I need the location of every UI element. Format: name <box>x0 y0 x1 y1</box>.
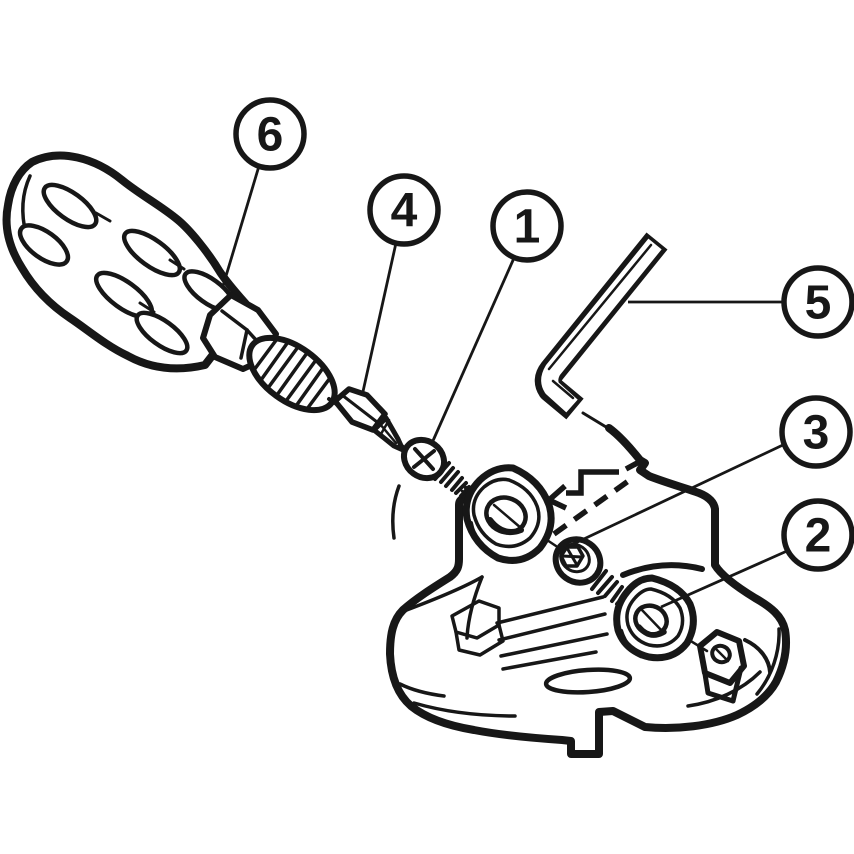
hex-key <box>534 232 668 420</box>
callout-screwdriver: 6 <box>221 97 307 287</box>
callout-balloon-3 <box>779 395 853 469</box>
grip-cutouts <box>17 182 236 356</box>
callout-number-4: 4 <box>391 185 418 238</box>
callout-number-6: 6 <box>257 109 284 162</box>
callout-insert-screw-front: 1 <box>430 189 564 444</box>
callout-milling-insert: 2 <box>660 498 854 609</box>
front-insert <box>462 464 555 564</box>
insert-seat-pocket <box>697 629 747 704</box>
screwdriver <box>2 151 340 414</box>
callout-balloon-6 <box>233 97 307 171</box>
callout-balloon-4 <box>367 173 441 247</box>
hidden-pocket-dashed-line <box>552 474 636 537</box>
callout-number-2: 2 <box>805 510 832 563</box>
leader-line-3 <box>568 442 786 548</box>
insert-screw-front <box>400 436 472 499</box>
screw-threads <box>433 461 471 498</box>
chuck-ribs <box>252 337 332 411</box>
callout-number-5: 5 <box>805 277 832 330</box>
milling-insert <box>613 574 697 662</box>
callout-balloon-1 <box>490 189 564 263</box>
driver-bit <box>332 386 406 453</box>
callout-balloon-2 <box>781 498 854 572</box>
pocket-dash-segment <box>624 458 643 472</box>
callout-balloon-5 <box>781 265 854 339</box>
callout-number-3: 3 <box>803 407 830 460</box>
callout-number-1: 1 <box>514 201 541 254</box>
leader-line-4 <box>360 242 398 397</box>
callout-driver-bit: 4 <box>360 173 441 397</box>
bore-hole <box>543 667 633 695</box>
front-pocket-guides <box>544 458 643 537</box>
callout-hex-key: 5 <box>628 265 854 339</box>
leader-line-1 <box>430 257 516 444</box>
callouts-layer: 6 4 1 5 3 2 <box>221 97 854 609</box>
pocket-step-line <box>566 469 619 496</box>
callout-insert-screw-side: 3 <box>568 395 853 548</box>
leader-line-2 <box>660 549 788 609</box>
leader-line-6 <box>221 165 261 287</box>
